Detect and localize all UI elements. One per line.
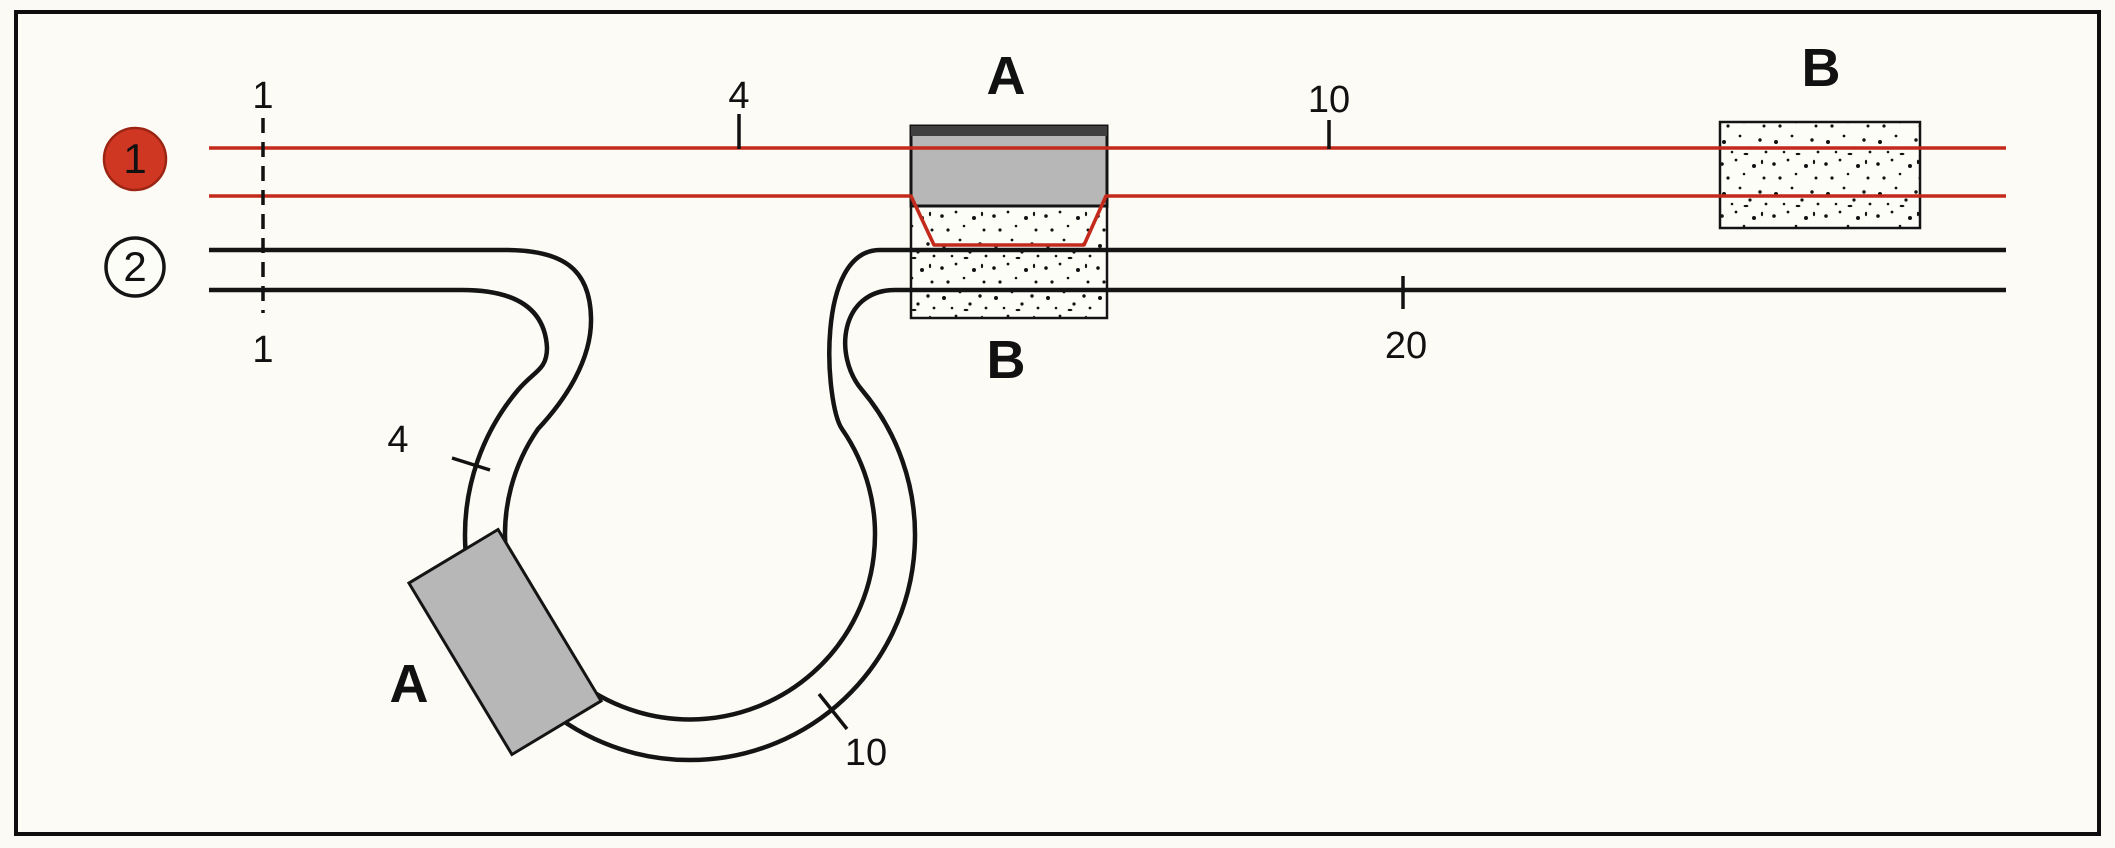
route1-badge-circle [102,126,168,192]
station-a-top-block [909,124,1109,208]
loop-tick-4 [451,456,491,472]
route2-badge: 2 [104,236,166,298]
loop-station-a-block [406,527,604,757]
route1-badge: 1 [102,126,168,192]
route2-line-inner [209,247,2006,722]
route1-line-bottom [209,194,2006,247]
station-a-top-label: A [987,46,1026,106]
route2-line-outer [209,287,2006,763]
route1-badge-label: 1 [123,135,146,182]
loop-tick-10 [817,692,849,731]
marker-20: 20 [1385,325,1427,367]
marker-10-loop: 10 [845,732,887,774]
marker-4-top: 4 [728,75,749,117]
station-b-below-label: B [987,330,1026,390]
loop-station-a-rect [406,527,604,757]
route2-badge-label: 2 [123,243,146,290]
marker-4-loop: 4 [387,419,408,461]
loop-station-a-label: A [390,654,429,714]
route2-badge-circle [104,236,166,298]
station-b-right-label: B [1802,38,1841,98]
station-b-right-block [1718,120,1922,230]
marker-1-bottom: 1 [252,329,273,371]
marker-1-top: 1 [252,75,273,117]
station-a-top-block-lid [911,126,1107,136]
marker-10-top: 10 [1308,79,1350,121]
station-b-below-block [909,204,1109,320]
